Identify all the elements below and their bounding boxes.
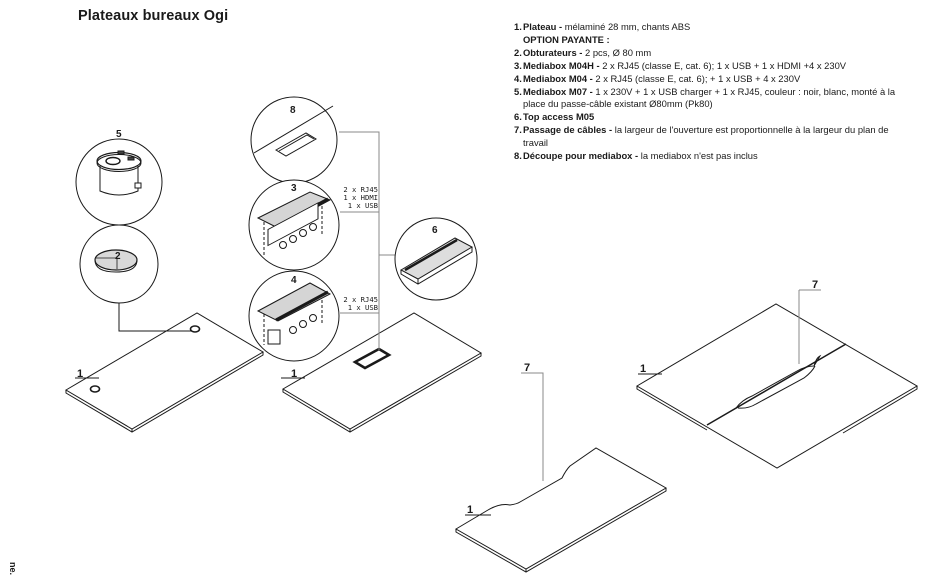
legend-sep: - [606, 124, 615, 136]
grommet-hole [89, 385, 101, 393]
detail-circle-8 [250, 96, 338, 184]
callout-7: 7 [812, 279, 818, 291]
leader-line [118, 302, 192, 332]
legend-desc: mélaminé 28 mm, chants ABS [564, 21, 691, 32]
callout-6: 6 [432, 225, 438, 236]
legend-desc: 2 x RJ45 (classe E, cat. 6); 1 x USB + 1… [602, 59, 847, 71]
legend-desc: la mediabox n'est pas inclus [640, 150, 758, 162]
leader-line [521, 372, 544, 481]
legend-sep: - [576, 46, 585, 58]
port-label: 1 x HDMI [343, 193, 378, 202]
legend: 1. Plateau - mélaminé 28 mm, chants ABS … [514, 21, 914, 163]
callout-1: 1 [467, 504, 473, 516]
desk-cable-passage-single [455, 372, 668, 573]
callout-1: 1 [291, 368, 297, 380]
callout-7: 7 [524, 362, 530, 374]
desk-with-grommets [65, 302, 264, 433]
legend-sep: - [556, 21, 565, 32]
desk-with-cutout [281, 312, 482, 433]
detail-circle-4 [248, 270, 340, 362]
option-label: OPTION PAYANTE : [523, 33, 610, 45]
legend-num: 7. [514, 124, 522, 136]
side-note: ne. [8, 562, 18, 576]
callout-1: 1 [77, 368, 83, 380]
legend-num: 4. [514, 72, 522, 84]
callout-4: 4 [291, 275, 297, 286]
port-label: 2 x RJ45 [343, 185, 378, 194]
callout-8: 8 [290, 105, 296, 116]
leader-line [339, 131, 380, 350]
legend-desc: 2 pcs, Ø 80 mm [585, 46, 652, 58]
legend-desc: la largeur de l'ouverture est proportion… [523, 124, 889, 149]
legend-desc: 1 x 230V + 1 x USB charger + 1 x RJ45, c… [523, 85, 896, 110]
legend-sep: - [632, 150, 641, 162]
legend-num: 3. [514, 59, 522, 71]
legend-name: Mediabox M04 [523, 72, 588, 84]
desk-cable-passage-double [636, 289, 918, 469]
legend-item-2: 2. Obturateurs - 2 pcs, Ø 80 mm [514, 47, 914, 60]
legend-name: Obturateurs [523, 46, 577, 58]
legend-num: 1. [514, 21, 522, 32]
legend-name: Mediabox M07 [523, 85, 588, 97]
detail-circle-6 [394, 217, 478, 301]
legend-sep: - [587, 72, 596, 84]
legend-desc: 2 x RJ45 (classe E, cat. 6); + 1 x USB +… [595, 72, 801, 84]
legend-item-5: 5. Mediabox M07 - 1 x 230V + 1 x USB cha… [514, 86, 914, 112]
callout-5: 5 [116, 129, 122, 140]
legend-item-3: 3. Mediabox M04H - 2 x RJ45 (classe E, c… [514, 60, 914, 73]
legend-sep: - [587, 85, 596, 97]
legend-num: 8. [514, 150, 522, 162]
legend-item-8: 8. Découpe pour mediabox - la mediabox n… [514, 150, 914, 163]
legend-name: Passage de câbles [523, 124, 607, 136]
legend-name: Plateau [523, 21, 557, 32]
port-label: 2 x RJ45 [343, 295, 378, 304]
legend-item-7: 7. Passage de câbles - la largeur de l'o… [514, 124, 914, 150]
legend-item-1: 1. Plateau - mélaminé 28 mm, chants ABS [514, 21, 914, 34]
detail-circle-2 [79, 224, 159, 304]
legend-num: 5. [514, 85, 522, 97]
detail-circle-3 [248, 179, 340, 271]
callout-3: 3 [291, 183, 297, 194]
legend-sep: - [593, 59, 603, 71]
legend-item-6: 6. Top access M05 [514, 111, 914, 124]
page-title: Plateaux bureaux Ogi [78, 8, 229, 24]
legend-num: 2. [514, 46, 522, 58]
callout-1: 1 [640, 363, 646, 375]
legend-name: Découpe pour mediabox [523, 150, 633, 162]
legend-name: Top access M05 [523, 111, 595, 123]
callout-2: 2 [115, 251, 121, 262]
port-label: 1 x USB [348, 201, 378, 210]
legend-item-4: 4. Mediabox M04 - 2 x RJ45 (classe E, ca… [514, 73, 914, 86]
detail-circle-5 [75, 138, 163, 229]
legend-name: Mediabox M04H [523, 59, 594, 71]
legend-num: 6. [514, 111, 522, 123]
mediabox-cutout [352, 347, 392, 370]
grommet-hole [189, 325, 201, 333]
port-label: 1 x USB [348, 303, 378, 312]
